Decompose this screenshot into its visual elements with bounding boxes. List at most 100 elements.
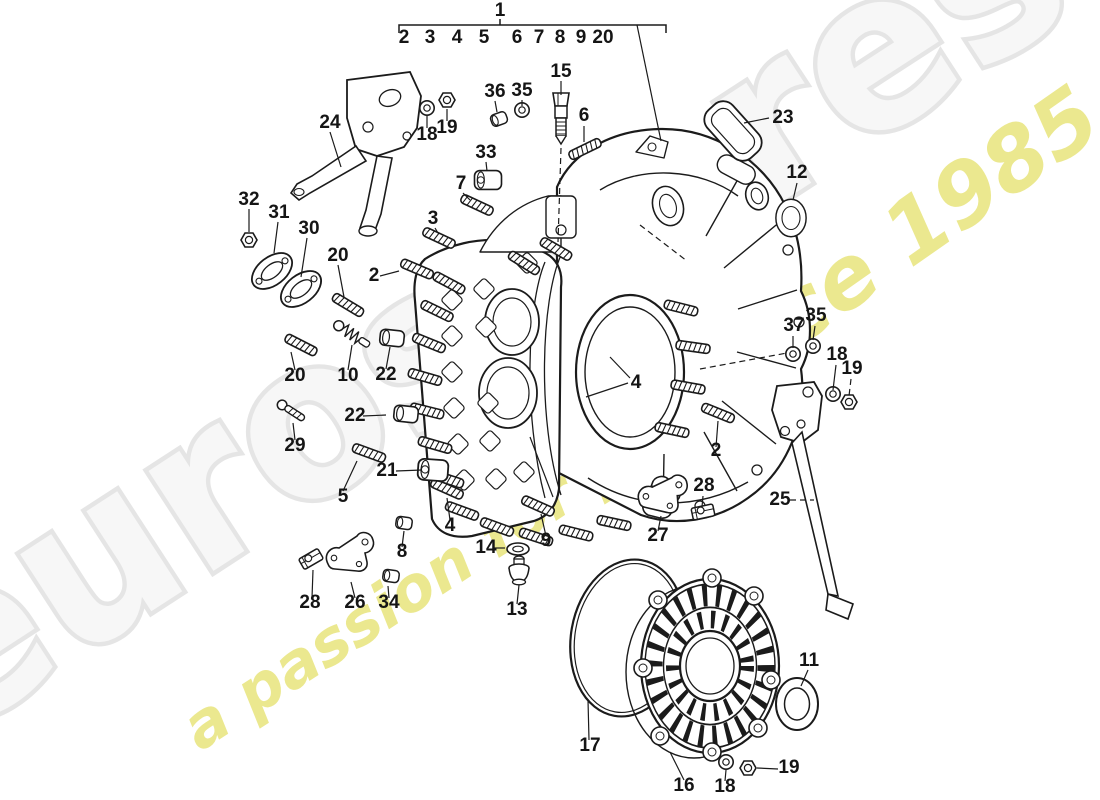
part-number-label: 35 xyxy=(805,305,827,326)
leader-line xyxy=(657,515,662,532)
leader-line xyxy=(792,182,798,201)
part-number-label: 33 xyxy=(475,142,496,163)
leader-line xyxy=(462,192,471,201)
part-number-label: 18 xyxy=(714,776,735,797)
leader-line xyxy=(494,100,498,113)
part-number-label: 7 xyxy=(534,27,545,48)
group-callout-bracket xyxy=(398,19,667,33)
leader-line xyxy=(557,147,562,243)
leader-line xyxy=(311,569,314,599)
bush-l-part xyxy=(416,457,450,483)
leader-line xyxy=(337,264,345,298)
leader-line xyxy=(446,497,451,521)
seal-part xyxy=(775,677,819,731)
leader-line xyxy=(300,237,308,278)
stud-part xyxy=(595,514,633,532)
leader-line xyxy=(587,699,590,741)
leader-line xyxy=(516,584,520,605)
nut-part xyxy=(438,92,456,108)
part-number-label: 8 xyxy=(555,27,566,48)
leader-line xyxy=(434,227,439,234)
leader-line xyxy=(756,767,779,770)
part-number-label: 10 xyxy=(337,365,358,386)
part-number-label: 16 xyxy=(673,775,694,796)
leader-line xyxy=(347,344,353,371)
leader-line xyxy=(395,469,423,472)
part-number-label: 29 xyxy=(284,435,305,456)
part-number-label: 24 xyxy=(319,112,341,133)
leader-line xyxy=(385,346,391,370)
leader-line xyxy=(540,513,547,537)
part-number-label: 12 xyxy=(786,162,807,183)
leader-line xyxy=(715,420,719,448)
leader-line xyxy=(848,378,852,397)
part-number-label: 20 xyxy=(592,27,613,48)
washer-part xyxy=(418,100,436,116)
part-number-label: 20 xyxy=(284,365,305,386)
part-number-label: 7 xyxy=(456,173,467,194)
part-number-label: 35 xyxy=(511,80,533,101)
part-number-label: 32 xyxy=(238,189,259,210)
seal-part xyxy=(775,198,807,238)
part-number-label: 15 xyxy=(550,61,572,82)
part-number-label: 9 xyxy=(576,27,587,48)
part-number-label: 19 xyxy=(778,757,799,778)
support-strut xyxy=(771,381,854,621)
part-number-label: 2 xyxy=(369,265,380,286)
part-number-label: 4 xyxy=(452,27,463,48)
bush-s-part xyxy=(394,515,414,531)
part-number-label: 4 xyxy=(631,372,642,393)
part-number-label: 3 xyxy=(428,208,439,229)
washer-flat-part xyxy=(506,542,530,556)
leader-line xyxy=(329,131,342,168)
leader-line xyxy=(273,221,279,254)
leader-line xyxy=(292,422,296,441)
part-number-label: 37 xyxy=(783,315,804,336)
leader-line xyxy=(699,352,788,370)
leader-line xyxy=(812,325,816,341)
nut-part xyxy=(240,232,258,248)
leader-line xyxy=(743,117,770,124)
part-number-label: 19 xyxy=(436,117,457,138)
leader-line xyxy=(350,581,356,599)
part-number-label: 23 xyxy=(772,107,793,128)
leader-line xyxy=(529,436,554,498)
leader-line xyxy=(485,161,488,172)
leader-line xyxy=(724,769,727,782)
bush-m-part xyxy=(378,327,406,349)
part-number-label: 17 xyxy=(579,735,600,756)
bush-l-part xyxy=(473,169,503,191)
nut-part xyxy=(739,760,757,776)
washer-part xyxy=(717,753,735,771)
part-number-label: 9 xyxy=(541,530,552,551)
leader-line xyxy=(387,585,390,599)
cover-bolt-ears xyxy=(633,568,781,762)
part-number-label: 3 xyxy=(425,27,436,48)
part-number-label: 19 xyxy=(841,358,862,379)
part-number-label: 4 xyxy=(445,515,456,536)
part-number-label: 1 xyxy=(495,0,506,21)
bush-m-part xyxy=(392,403,420,425)
part-number-label: 25 xyxy=(769,489,791,510)
part-number-label: 6 xyxy=(512,27,523,48)
leader-line xyxy=(342,460,358,492)
part-number-label: 11 xyxy=(799,650,820,671)
part-number-label: 2 xyxy=(711,440,722,461)
leader-line xyxy=(290,351,296,371)
leader-line xyxy=(832,364,837,391)
bolt-part xyxy=(552,92,570,145)
leader-line xyxy=(585,382,629,398)
part-number-label: 18 xyxy=(826,344,847,365)
leader-line xyxy=(362,414,387,417)
part-number-label: 31 xyxy=(268,202,290,223)
part-number-label: 13 xyxy=(506,599,527,620)
nut-part xyxy=(840,394,858,410)
part-number-label: 5 xyxy=(338,486,349,507)
part-number-label: 8 xyxy=(397,541,408,562)
leader-lines-layer xyxy=(248,24,852,782)
leader-line xyxy=(669,751,685,781)
part-number-label: 14 xyxy=(475,537,497,558)
part-number-label: 27 xyxy=(647,525,668,546)
